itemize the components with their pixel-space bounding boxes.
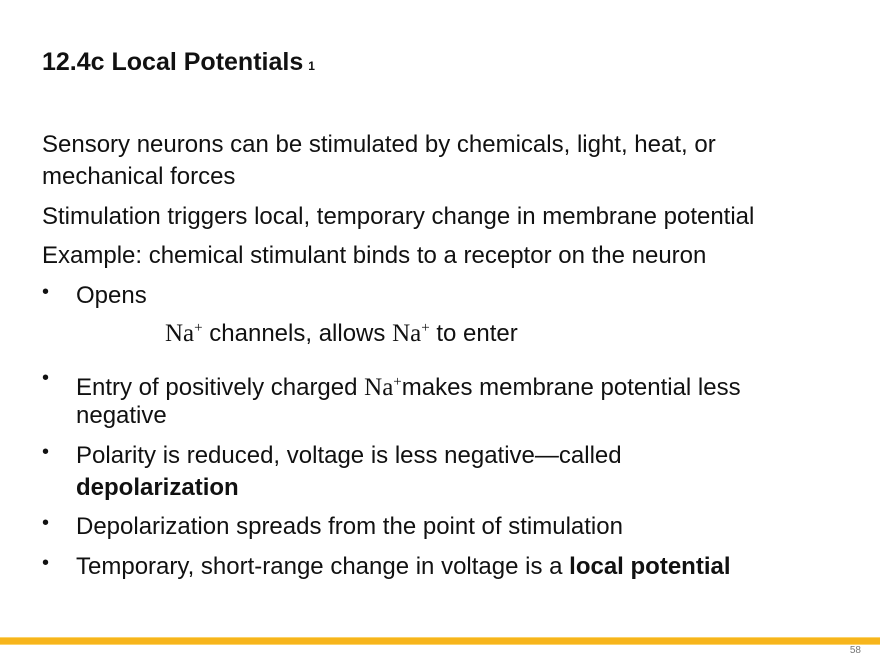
paragraph-1-cont: mechanical forces <box>42 163 236 190</box>
na-symbol: Na+ <box>392 320 430 347</box>
na-symbol: Na+ <box>364 374 402 401</box>
bullet-icon: • <box>42 552 50 574</box>
slide-title: 12.4c Local Potentials 1 <box>42 48 315 77</box>
title-suffix: 1 <box>308 59 315 73</box>
depolarization-term: depolarization <box>76 474 239 501</box>
footer-accent-bar <box>0 637 880 645</box>
paragraph-1: Sensory neurons can be stimulated by che… <box>42 131 716 158</box>
bullet-icon: • <box>42 512 50 534</box>
bullet-entry-cont: negative <box>76 402 167 429</box>
bullet-opens-cont: Na+ channels, allows Na+ to enter <box>165 320 518 347</box>
bullet-icon: • <box>42 441 50 463</box>
local-potential-term: local potential <box>569 553 731 580</box>
bullet-icon: • <box>42 281 50 303</box>
paragraph-2: Stimulation triggers local, temporary ch… <box>42 203 755 230</box>
paragraph-3: Example: chemical stimulant binds to a r… <box>42 242 707 269</box>
bullet-icon: • <box>42 367 50 389</box>
na-symbol: Na+ <box>165 320 203 347</box>
title-text: 12.4c Local Potentials <box>42 48 304 76</box>
page-number: 58 <box>849 645 861 656</box>
